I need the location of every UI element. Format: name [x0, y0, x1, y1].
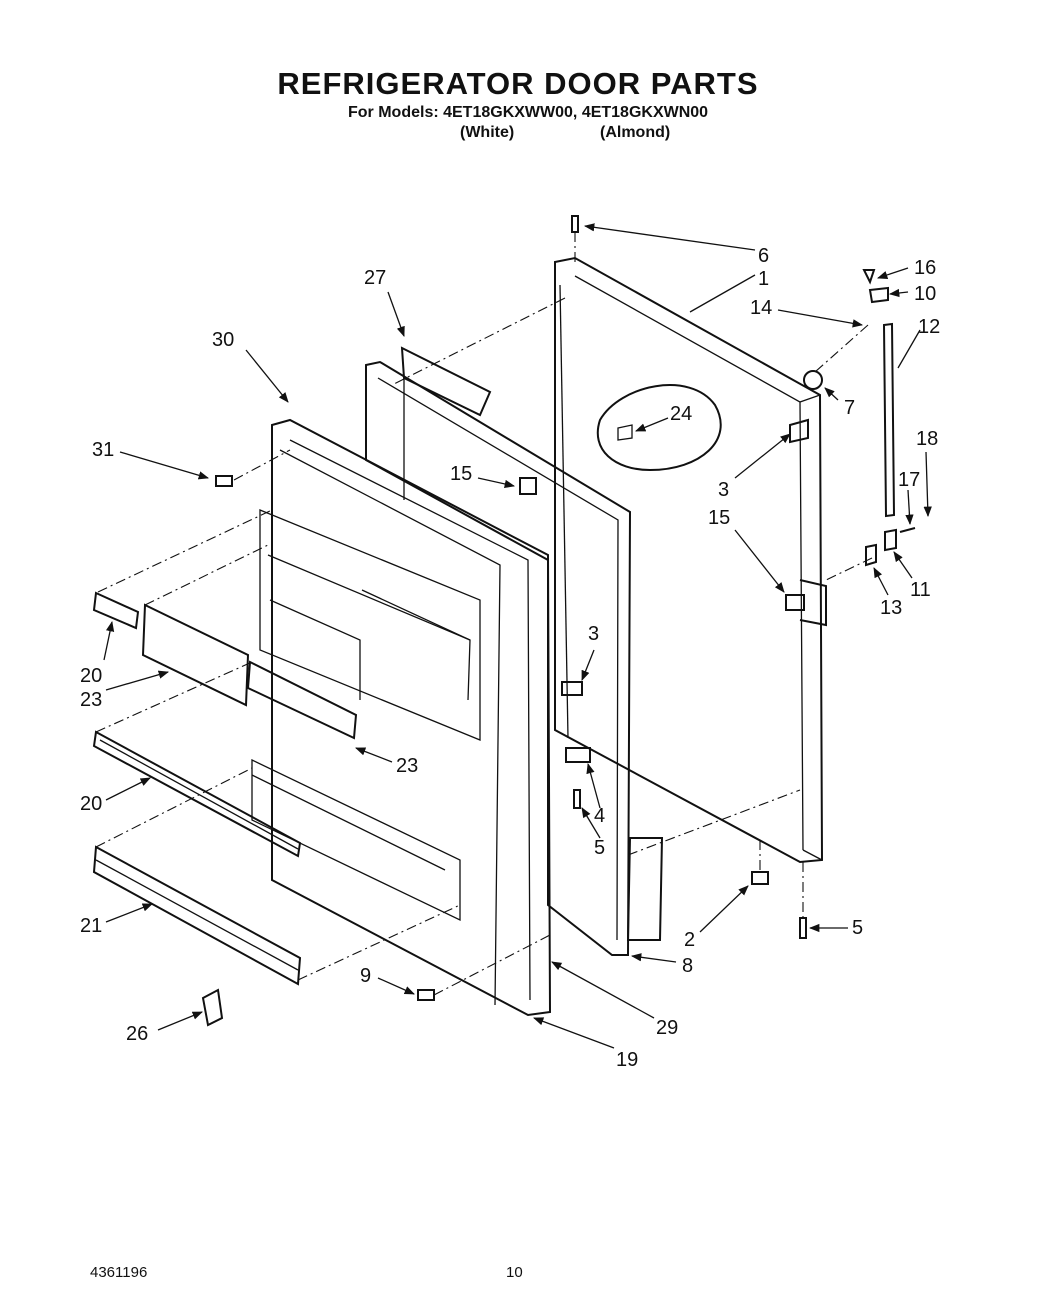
callout-18: 18	[916, 428, 938, 450]
callout-5b: 5	[852, 917, 863, 939]
callout-17: 17	[898, 469, 920, 491]
callout-4: 4	[594, 805, 605, 827]
callout-16: 16	[914, 257, 936, 279]
page-title: REFRIGERATOR DOOR PARTS	[277, 66, 759, 101]
hinge-components	[215, 215, 916, 1001]
callout-15a: 15	[450, 463, 472, 485]
door-gasket	[365, 360, 632, 956]
assembly-lines	[95, 232, 873, 996]
inner-door-liner	[251, 418, 552, 1017]
callout-12: 12	[918, 316, 940, 338]
callout-5a: 5	[594, 837, 605, 859]
callout-11: 11	[910, 579, 931, 601]
callout-30: 30	[212, 329, 234, 351]
callout-14: 14	[750, 297, 772, 319]
callout-7: 7	[844, 397, 855, 419]
door-shelves	[92, 591, 358, 1027]
callout-31: 31	[92, 439, 114, 461]
callout-21: 21	[80, 915, 102, 937]
callout-2: 2	[684, 929, 695, 951]
callout-26: 26	[126, 1023, 148, 1045]
callout-3b: 3	[588, 623, 599, 645]
callout-labels: 6 1 16 10 27 14 12 30 7 24 18 31 15 3 17…	[80, 245, 940, 1071]
outer-door-panel	[554, 256, 827, 864]
callout-20b: 20	[80, 793, 102, 815]
foam-insulation	[400, 346, 492, 417]
callout-10: 10	[914, 283, 936, 305]
document-number: 4361196	[90, 1264, 148, 1281]
models-line: For Models: 4ET18GKXWW00, 4ET18GKXWN00	[348, 104, 709, 121]
variant-almond: (Almond)	[600, 124, 671, 141]
callout-24: 24	[670, 403, 692, 425]
variant-white: (White)	[460, 124, 515, 141]
callout-6: 6	[758, 245, 769, 267]
callout-1: 1	[758, 268, 769, 290]
callout-23b: 23	[396, 755, 418, 777]
callout-20a: 20	[80, 665, 102, 687]
callout-29: 29	[656, 1017, 678, 1039]
callout-19: 19	[616, 1049, 638, 1071]
insulation-bubble	[597, 384, 722, 472]
page-number: 10	[506, 1264, 523, 1281]
callout-8: 8	[682, 955, 693, 977]
callout-23a: 23	[80, 689, 102, 711]
leader-lines	[103, 223, 932, 1049]
callout-3a: 3	[718, 479, 729, 501]
callout-27: 27	[364, 267, 386, 289]
callout-9: 9	[360, 965, 371, 987]
callout-13: 13	[880, 597, 902, 619]
callout-15b: 15	[708, 507, 730, 529]
